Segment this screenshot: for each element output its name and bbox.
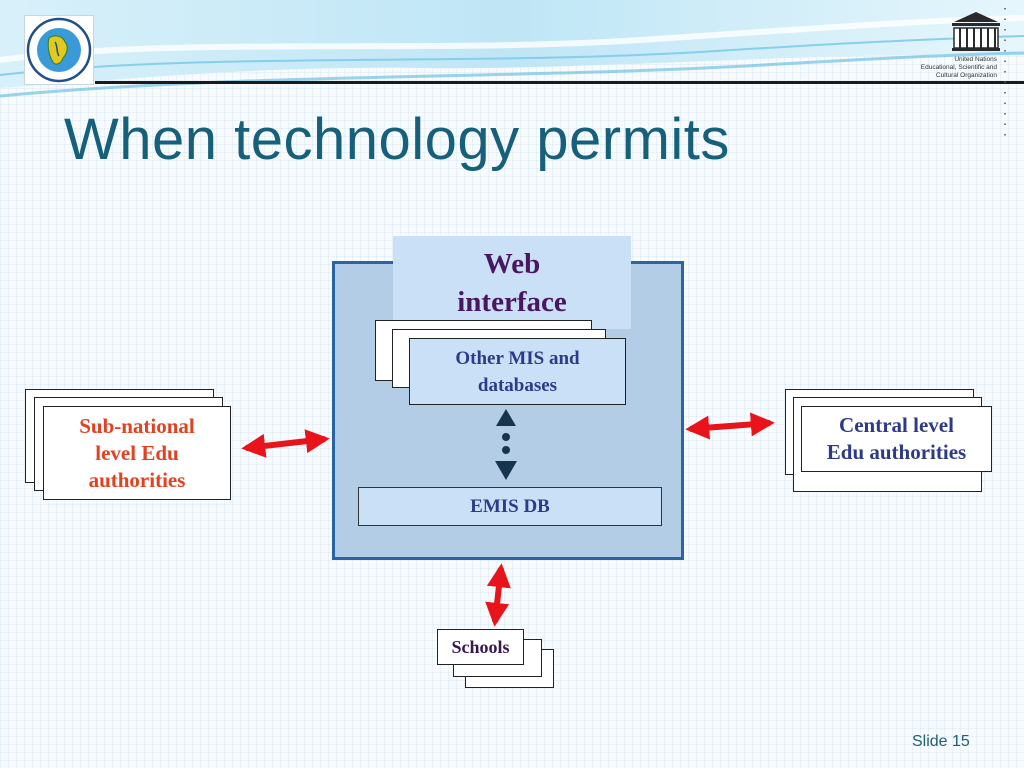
subnational-line: Sub-national bbox=[79, 413, 195, 438]
central-line: Central level bbox=[839, 413, 954, 437]
web-interface-line: Web bbox=[483, 247, 541, 280]
subnational-line: authorities bbox=[88, 467, 186, 492]
subnational-line: level Edu bbox=[95, 440, 179, 465]
subnational-authorities-box: Sub-national level Edu authorities bbox=[43, 406, 231, 500]
unesco-line: Cultural Organization bbox=[935, 72, 997, 79]
central-line: Edu authorities bbox=[826, 440, 967, 464]
unesco-line: United Nations bbox=[954, 56, 997, 63]
other-mis-line: databases bbox=[477, 374, 558, 396]
mekong-institute-logo bbox=[24, 15, 94, 85]
web-interface-line: interface bbox=[457, 285, 567, 318]
slide-number: Slide 15 bbox=[912, 733, 970, 750]
unesco-logo-icon bbox=[952, 12, 1000, 51]
central-authorities-box: Central level Edu authorities bbox=[801, 406, 992, 472]
unesco-organization-name: United Nations Educational, Scientific a… bbox=[900, 56, 997, 80]
central-link-arrow bbox=[685, 412, 775, 440]
schools-label: Schools bbox=[451, 636, 510, 657]
emis-db-label: EMIS DB bbox=[470, 495, 550, 517]
header-banner bbox=[0, 0, 1024, 98]
schools-box: Schools bbox=[437, 629, 524, 665]
subnational-link-arrow bbox=[241, 429, 330, 458]
dotted-line-decoration bbox=[1004, 8, 1006, 143]
unesco-line: Educational, Scientific and bbox=[920, 64, 997, 71]
mekong-logo-icon bbox=[26, 17, 92, 83]
emis-db-box: EMIS DB bbox=[358, 487, 662, 526]
web-interface-box: Web interface bbox=[393, 236, 631, 329]
other-mis-box: Other MIS and databases bbox=[409, 338, 626, 405]
schools-link-arrow bbox=[485, 563, 511, 627]
mis-emis-connector-icon bbox=[495, 409, 517, 480]
other-mis-line: Other MIS and bbox=[455, 347, 580, 369]
slide-title: When technology permits bbox=[64, 107, 730, 172]
